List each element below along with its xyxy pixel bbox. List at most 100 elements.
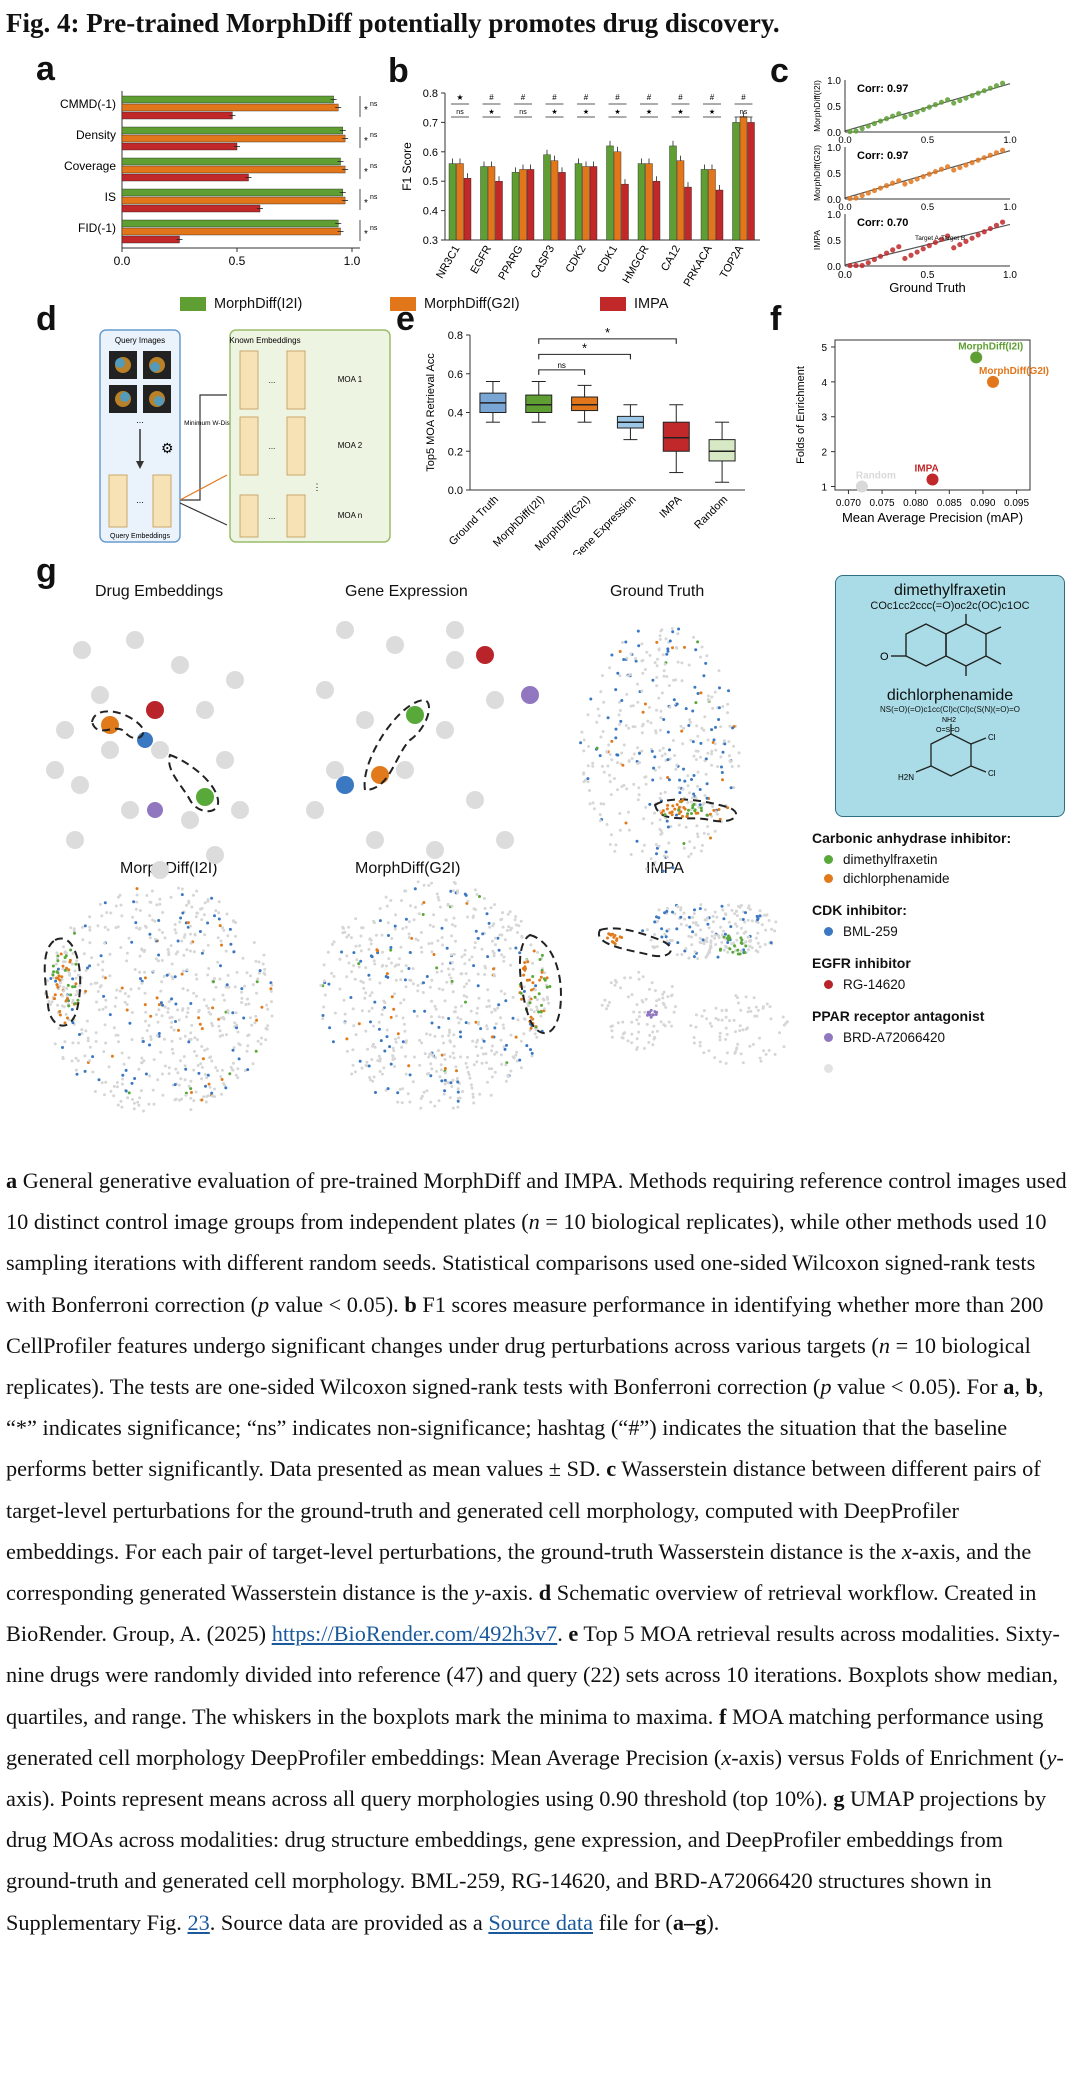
- umap-g2i-point: [436, 895, 440, 899]
- umap-g2i-point: [445, 946, 449, 950]
- umap-ground-point: [698, 788, 702, 791]
- umap-g2i-point: [361, 926, 365, 930]
- umap-g2i-point: [470, 955, 474, 959]
- umap-i2i-point: [166, 948, 170, 951]
- panel-b-annotation-bottom: ★: [709, 108, 715, 116]
- umap-i2i-point: [100, 914, 104, 918]
- umap-g2i-point: [522, 989, 526, 993]
- umap-g2i-point: [380, 1013, 384, 1016]
- umap-impa-point: [679, 915, 683, 919]
- umap-ground-point: [676, 632, 680, 636]
- umap-ground-highlight: [692, 802, 696, 806]
- umap-i2i-point: [187, 1084, 191, 1088]
- umap-i2i-point: [122, 1062, 126, 1066]
- umap-i2i-point: [157, 928, 161, 932]
- umap-impa-point: [726, 941, 730, 944]
- umap-g2i-point: [398, 1087, 402, 1091]
- umap-ground-point: [662, 718, 666, 721]
- umap-g2i-point: [394, 978, 398, 982]
- umap-ground-highlight: [717, 808, 721, 811]
- umap-impa-point: [714, 943, 718, 946]
- umap-i2i-point: [104, 1041, 108, 1045]
- umap-g2i-point: [404, 985, 408, 989]
- umap-ground-point: [696, 770, 700, 774]
- umap-g2i-point: [466, 1070, 470, 1074]
- biorender-link[interactable]: https://BioRender.com/492h3v7: [271, 1621, 558, 1647]
- umap-i2i-point: [128, 1021, 132, 1025]
- umap-impa-point: [734, 994, 738, 998]
- umap-i2i-point: [142, 1059, 146, 1063]
- supplementary-fig-link[interactable]: 23: [187, 1909, 210, 1935]
- source-data-link[interactable]: Source data: [488, 1909, 593, 1935]
- panel-c-xtick-label: 0.0: [838, 202, 851, 213]
- umap-impa-point: [699, 903, 703, 907]
- umap-ground-point: [586, 780, 590, 784]
- umap-impa-point: [765, 1002, 769, 1006]
- umap-g2i-point: [416, 989, 420, 993]
- umap-impa-point: [754, 1005, 758, 1009]
- umap-g2i-point: [449, 953, 453, 957]
- umap-impa-point: [756, 1008, 760, 1012]
- umap-i2i-point: [118, 893, 122, 897]
- umap-g2i-point: [437, 987, 441, 991]
- umap-g2i-highlight: [533, 988, 537, 992]
- umap-ground-point: [674, 646, 678, 649]
- umap-i2i-point: [71, 1041, 75, 1045]
- umap-g2i-point: [385, 1028, 389, 1032]
- umap-impa-point: [744, 911, 747, 915]
- umap-i2i-point: [94, 1040, 98, 1043]
- umap-ground-cluster-outline: [653, 798, 738, 823]
- panel-b-annotation-top: #: [489, 93, 494, 102]
- panel-a-annotation: ns: [370, 132, 378, 139]
- umap-impa-highlight: [748, 944, 752, 948]
- umap-impa-point: [691, 915, 695, 919]
- panel-b-annotation-bottom: ★: [551, 108, 557, 116]
- umap-i2i-point: [137, 1103, 141, 1107]
- umap-g2i-point: [401, 1087, 405, 1091]
- umap-g2i-point: [367, 947, 371, 951]
- umap-ground-point: [705, 782, 709, 786]
- umap-g2i-point: [364, 991, 368, 995]
- umap-i2i-point: [108, 974, 112, 978]
- umap-i2i-point: [246, 1044, 250, 1048]
- umap-i2i-point: [115, 1085, 119, 1089]
- umap-i2i-point: [235, 970, 239, 974]
- umap-i2i-point: [195, 889, 199, 893]
- umap-ground-point: [658, 728, 662, 732]
- umap-ground-highlight: [694, 811, 698, 815]
- umap-i2i-point: [163, 1064, 167, 1068]
- umap-g2i-point: [404, 1041, 408, 1045]
- panel-a-category-label: Density: [76, 128, 116, 142]
- umap-i2i-point: [132, 900, 136, 904]
- umap-ground-point: [629, 853, 633, 856]
- umap-g2i-point: [397, 963, 401, 967]
- umap-i2i-point: [257, 971, 261, 975]
- umap-i2i-point: [84, 989, 88, 993]
- umap-gene-cluster-outline: [363, 698, 430, 792]
- umap-impa-point: [698, 940, 702, 944]
- umap-ground-point: [710, 728, 714, 732]
- umap-i2i-point: [103, 925, 107, 929]
- umap-i2i-point: [236, 1030, 240, 1034]
- umap-g2i-point: [372, 1024, 375, 1028]
- umap-g2i-point: [364, 1029, 368, 1033]
- arrow-moan: [179, 502, 228, 526]
- umap-ground-point: [589, 697, 593, 701]
- umap-g2i-point: [535, 1008, 539, 1012]
- umap-g2i-point: [431, 925, 435, 929]
- umap-i2i-point: [157, 1008, 161, 1012]
- umap-ground-highlight: [686, 812, 690, 816]
- umap-ground-point: [662, 674, 666, 678]
- umap-i2i-point: [170, 1039, 174, 1043]
- umap-impa-point: [718, 1038, 722, 1042]
- panel-c-ylabel: MorphDiff(I2I): [812, 80, 822, 132]
- umap-ground-point: [659, 629, 663, 633]
- umap-g2i-point: [387, 957, 391, 961]
- umap-impa-point: [670, 939, 674, 943]
- umap-g2i-point: [434, 1056, 437, 1060]
- umap-i2i-point: [148, 936, 152, 940]
- umap-g2i-highlight: [519, 991, 523, 995]
- panel-e-bracket: [538, 353, 631, 360]
- umap-impa-point: [760, 923, 764, 927]
